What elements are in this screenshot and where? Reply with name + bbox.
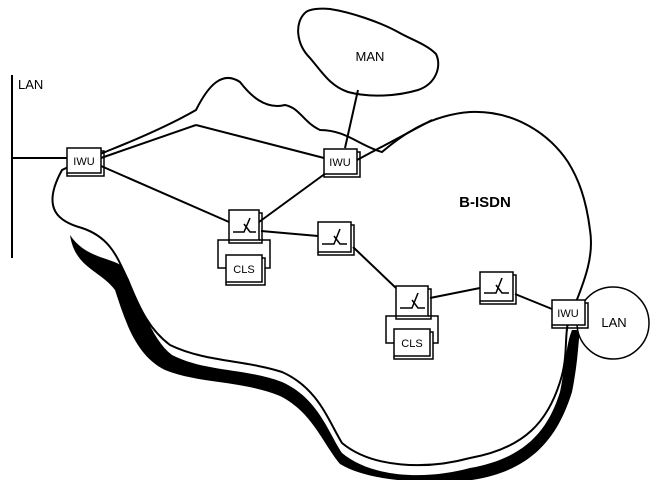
connection-lines [12, 89, 585, 315]
iwu-left-label: IWU [73, 156, 94, 168]
switch-4-icon [484, 277, 509, 294]
iwu-right-label: IWU [557, 308, 578, 320]
iwu-left: IWU [66, 147, 105, 177]
b-isdn-cloud [51, 76, 593, 467]
switch-1-icon [233, 217, 256, 233]
cls-2-bracket [385, 315, 439, 344]
cls-1: CLS [225, 254, 266, 286]
switch-3-icon [400, 292, 425, 309]
switch-1 [228, 209, 263, 244]
lan-right-label: LAN [601, 315, 626, 330]
cls-2-label: CLS [401, 338, 422, 350]
switch-2-icon [322, 228, 347, 245]
switch-4 [479, 271, 517, 305]
lan-left-label: LAN [18, 77, 43, 92]
switch-2 [317, 221, 355, 256]
cls-1-label: CLS [233, 264, 254, 276]
iwu-right: IWU [551, 299, 589, 329]
b-isdn-label: B-ISDN [459, 194, 511, 211]
cloud-shadow [70, 235, 580, 480]
cls-2: CLS [393, 328, 434, 360]
iwu-top: IWU [323, 148, 361, 178]
man-cloud [297, 7, 440, 97]
iwu-top-label: IWU [329, 157, 350, 169]
man-label: MAN [356, 49, 385, 64]
switch-3 [395, 285, 432, 320]
cls-1-bracket [217, 239, 271, 269]
